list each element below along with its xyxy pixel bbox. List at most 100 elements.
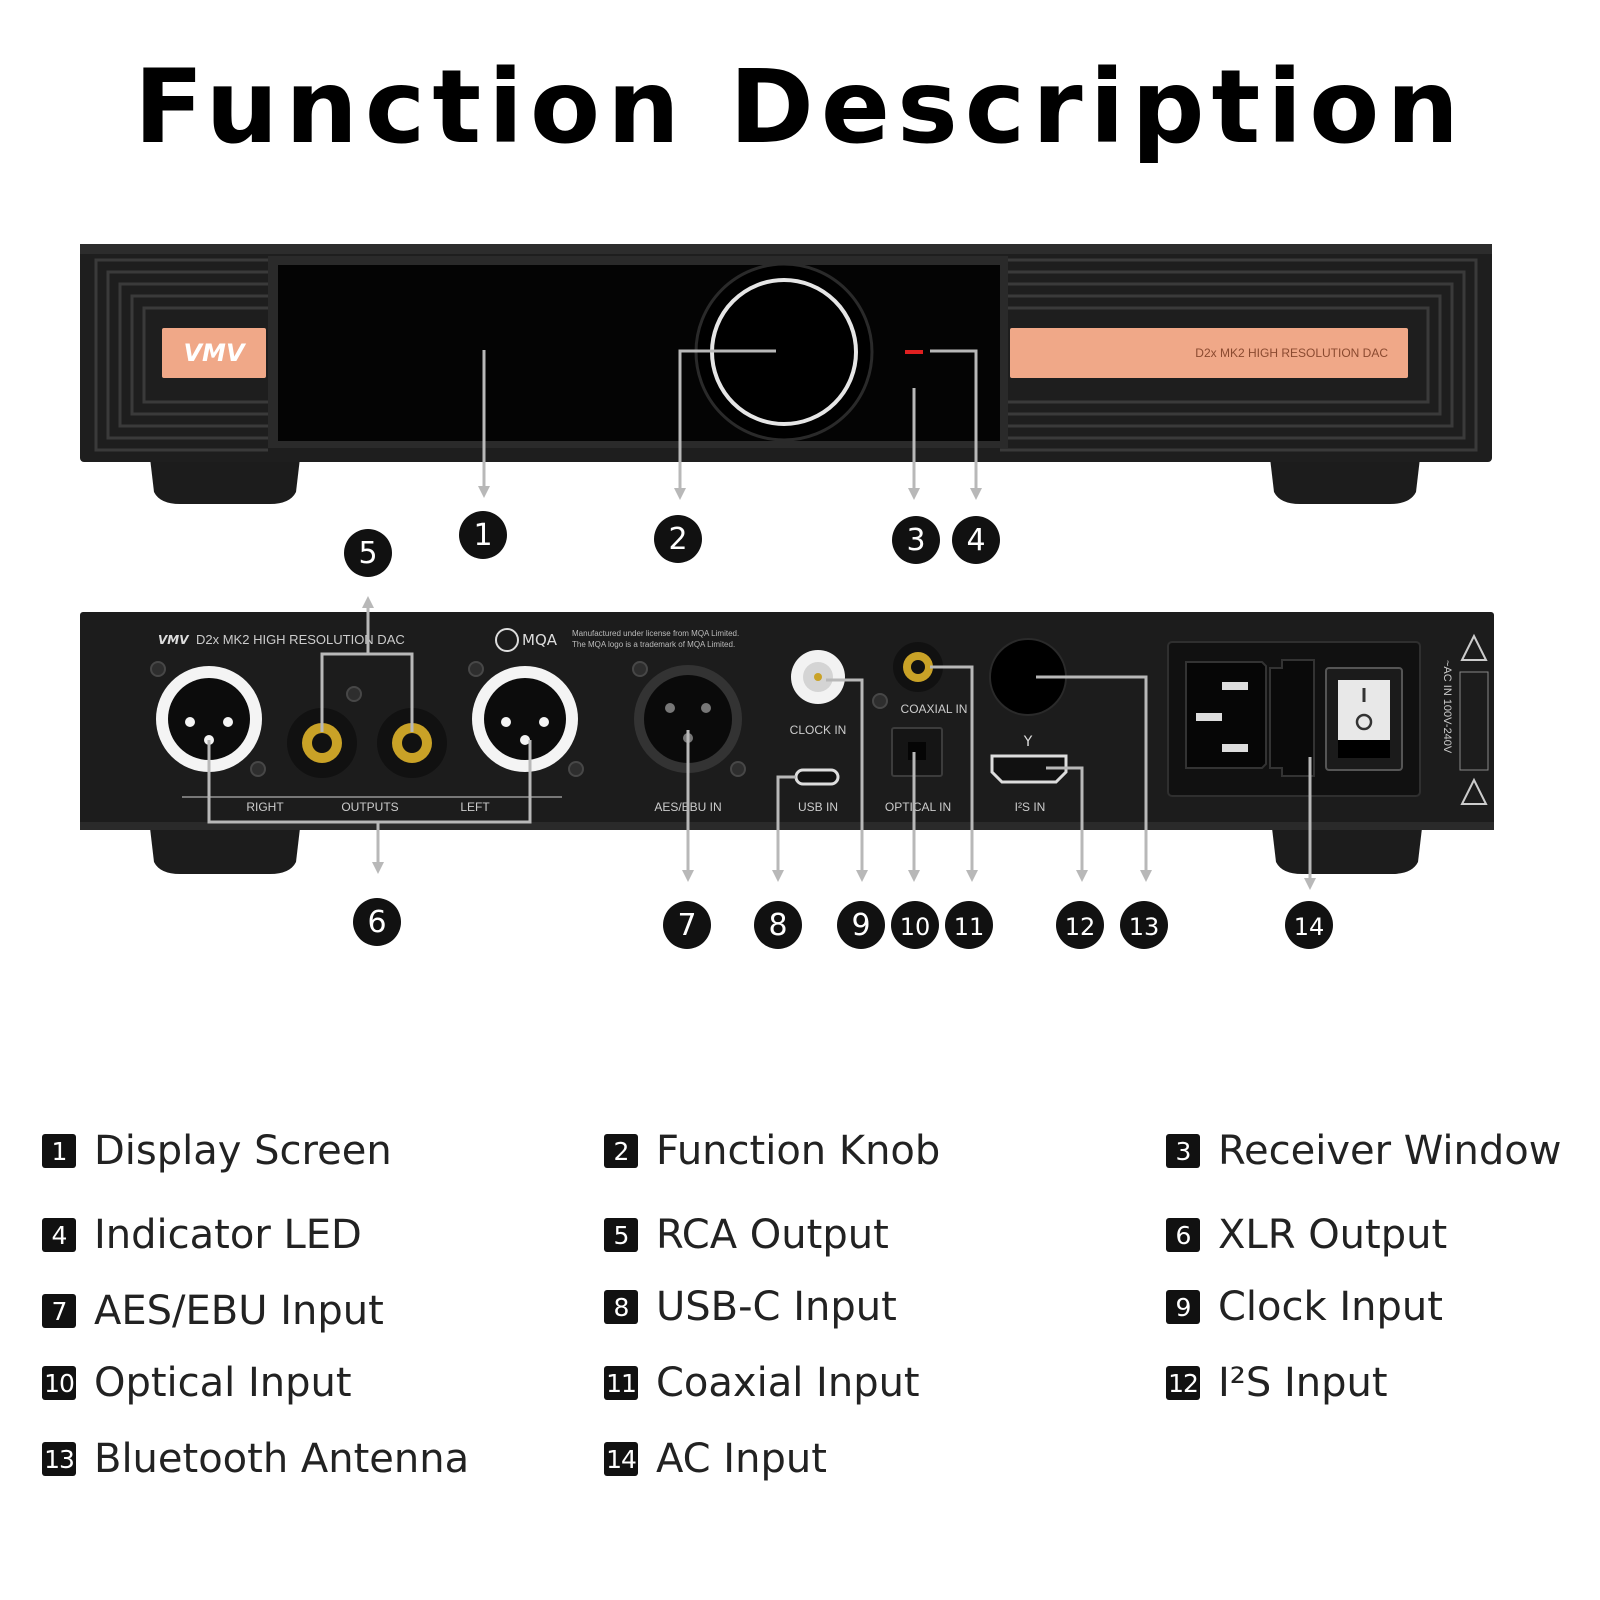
clock-input[interactable] [791,650,845,704]
legend-label: Optical Input [94,1360,352,1406]
label-coaxial-in: COAXIAL IN [901,702,968,716]
svg-text:14: 14 [1294,913,1325,941]
legend-badge: 10 [42,1366,76,1400]
left-grille [94,258,268,452]
svg-text:3: 3 [906,523,925,558]
callout-5: 5 [344,529,392,577]
legend-badge: 5 [604,1218,638,1252]
svg-text:9: 9 [851,908,870,943]
rear-brand-logo: VMV [158,633,190,647]
legend-item-receiver-window: 3 Receiver Window [1166,1126,1561,1176]
legend-label: I²S Input [1218,1360,1388,1406]
label-outputs: OUTPUTS [341,800,398,814]
legend-item-function-knob: 2 Function Knob [604,1126,940,1176]
svg-text:1: 1 [473,518,492,553]
legend-label: Receiver Window [1218,1128,1562,1174]
svg-text:10: 10 [900,913,931,941]
svg-text:7: 7 [677,908,696,943]
mqa-notice-line2: The MQA logo is a trademark of MQA Limit… [572,640,735,649]
label-clock-in: CLOCK IN [790,723,847,737]
callout-13: 13 [1120,901,1168,949]
svg-text:11: 11 [954,913,985,941]
legend-badge: 7 [42,1294,76,1328]
callout-2: 2 [654,515,702,563]
callout-6: 6 [353,898,401,946]
legend-badge: 2 [604,1134,638,1168]
legend-item-bluetooth-antenna: 13 Bluetooth Antenna [42,1434,469,1484]
aes-ebu-input[interactable] [634,665,742,773]
callout-9: 9 [837,901,885,949]
fuse-holder [1269,659,1315,777]
label-ac-in: ~AC IN 100V-240V [1441,660,1453,754]
legend-badge: 9 [1166,1290,1200,1324]
legend-label: XLR Output [1218,1212,1448,1258]
xlr-output-right[interactable] [156,666,262,772]
legend-label: Display Screen [94,1128,392,1174]
callout-4: 4 [952,516,1000,564]
legend-item-optical-input: 10 Optical Input [42,1358,352,1408]
rear-right-foot [1272,828,1422,874]
front-leader-lines [482,349,978,492]
label-right: RIGHT [246,800,284,814]
label-i2s-in: I²S IN [1015,800,1046,814]
front-model-label: D2x MK2 HIGH RESOLUTION DAC [1195,346,1388,360]
svg-text:4: 4 [966,523,985,558]
callout-10: 10 [891,901,939,949]
rear-left-foot [150,828,300,874]
callout-11: 11 [945,901,993,949]
rear-model-label: D2x MK2 HIGH RESOLUTION DAC [196,632,405,647]
rca-output-right[interactable] [287,708,357,778]
front-model-plate [1010,328,1408,378]
legend-badge: 4 [42,1218,76,1252]
right-grille [1000,258,1478,452]
label-optical-in: OPTICAL IN [885,800,951,814]
rear-panel: VMV D2x MK2 HIGH RESOLUTION DAC MQA Manu… [80,596,1494,890]
panel-screws [150,661,888,777]
i2s-input[interactable] [990,754,1068,784]
legend-label: USB-C Input [656,1284,897,1330]
front-panel: VMV D2x MK2 HIGH RESOLUTION DAC [80,244,1492,504]
label-left: LEFT [460,800,490,814]
antenna-icon: Y [1023,734,1033,750]
coaxial-input[interactable] [893,642,943,692]
rca-output-left[interactable] [377,708,447,778]
callout-1: 1 [459,511,507,559]
legend-badge: 14 [604,1442,638,1476]
display-screen [278,265,1000,441]
xlr-output-left[interactable] [472,666,578,772]
warning-icon-bottom [1460,777,1488,805]
device-diagram: VMV D2x MK2 HIGH RESOLUTION DAC VMV [80,244,1494,949]
legend-label: Coaxial Input [656,1360,920,1406]
legend-badge: 8 [604,1290,638,1324]
legend-label: Indicator LED [94,1212,362,1258]
legend-badge: 3 [1166,1134,1200,1168]
front-brand-logo: VMV [183,339,246,367]
front-brand-plate [162,328,266,378]
callout-12: 12 [1056,901,1104,949]
legend-badge: 6 [1166,1218,1200,1252]
legend-item-rca-output: 5 RCA Output [604,1210,889,1260]
callout-3: 3 [892,516,940,564]
legend-item-usb-c-input: 8 USB-C Input [604,1282,897,1332]
legend-label: AES/EBU Input [94,1288,384,1334]
svg-text:12: 12 [1065,913,1096,941]
legend-label: Function Knob [656,1128,941,1174]
page-title: Function Description [134,48,1466,167]
svg-text:8: 8 [768,908,787,943]
front-left-foot [150,458,300,504]
svg-text:2: 2 [668,522,687,557]
usb-c-input[interactable] [794,768,840,786]
warning-icon-top [1460,633,1488,661]
svg-text:6: 6 [367,905,386,940]
legend-label: AC Input [656,1436,827,1482]
svg-text:13: 13 [1129,913,1160,941]
mqa-icon [495,628,519,652]
callout-8: 8 [754,901,802,949]
legend-item-xlr-output: 6 XLR Output [1166,1210,1447,1260]
legend-item-aes-ebu-input: 7 AES/EBU Input [42,1286,384,1336]
legend-label: RCA Output [656,1212,889,1258]
legend-label: Bluetooth Antenna [94,1436,470,1482]
rear-chassis [80,612,1494,830]
legend-badge: 12 [1166,1366,1200,1400]
legend-item-i2s-input: 12 I²S Input [1166,1358,1388,1408]
